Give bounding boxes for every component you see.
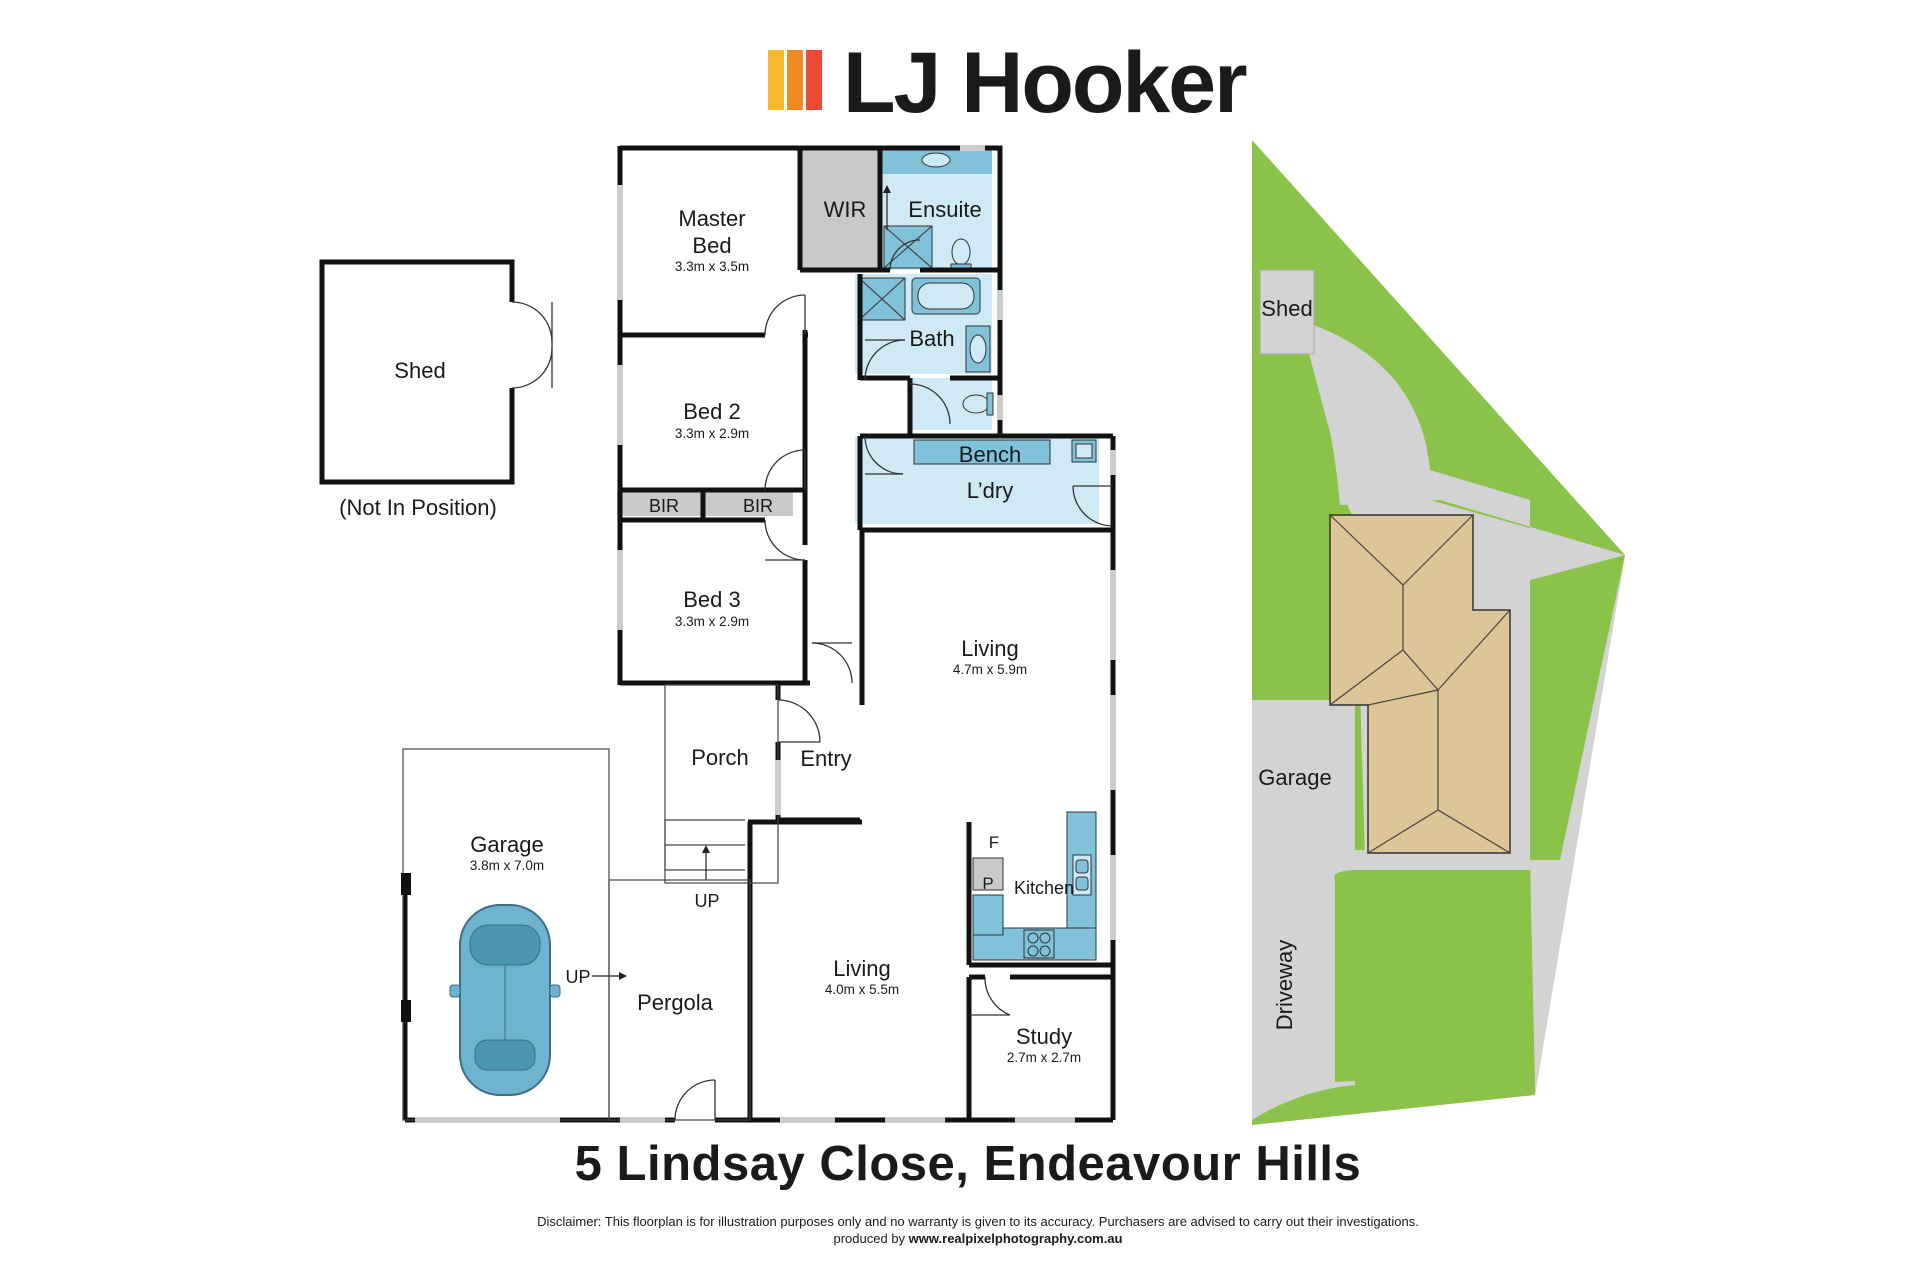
shed-label: Shed (394, 358, 445, 383)
master-bed-size: 3.3m x 3.5m (675, 259, 749, 274)
logo-stripe-yellow (768, 50, 784, 110)
credit-prefix: produced by (834, 1231, 909, 1246)
pantry-fill (972, 857, 1004, 891)
up-arrow-steps (702, 845, 710, 880)
ensuite-basin (921, 152, 951, 168)
site-garage-label: Garage (1258, 765, 1331, 790)
master-bed-label-2: Bed (692, 233, 731, 258)
up-label-steps: UP (694, 891, 719, 911)
pergola-label: Pergola (637, 990, 714, 1015)
porch-label: Porch (691, 745, 748, 770)
study-label: Study (1016, 1024, 1072, 1049)
shed-plan: Shed (Not In Position) (319, 259, 553, 520)
logo-stripe-orange (787, 50, 803, 110)
garage-door-post-1 (401, 873, 411, 895)
fridge-label: F (989, 833, 999, 852)
shed-note: (Not In Position) (339, 495, 497, 520)
living-upper-label: Living (961, 636, 1018, 661)
car-icon (449, 904, 561, 1096)
bed3-label: Bed 3 (683, 587, 741, 612)
bir-right-fill (705, 492, 793, 516)
disclaimer-text: Disclaimer: This floorplan is for illust… (537, 1214, 1419, 1229)
bed3-size: 3.3m x 2.9m (675, 614, 749, 629)
site-driveway-label: Driveway (1272, 940, 1297, 1030)
up-arrow-pergola (592, 972, 627, 980)
windows (415, 145, 1116, 1123)
bir-left-fill (617, 492, 703, 516)
credit-line: produced by www.realpixelphotography.com… (834, 1231, 1123, 1246)
ensuite-toilet (951, 238, 971, 266)
wir-fill (799, 148, 880, 270)
fixtures (592, 152, 1097, 980)
entry-label: Entry (800, 746, 851, 771)
laundry-label: L’dry (967, 478, 1013, 503)
pantry-label: P (982, 874, 993, 893)
bir-left-label: BIR (649, 496, 679, 516)
garage-size: 3.8m x 7.0m (470, 858, 544, 873)
wc-toilet (962, 394, 990, 414)
kitchen-label: Kitchen (1014, 878, 1074, 898)
bath-label: Bath (909, 326, 954, 351)
master-bed-label-1: Master (678, 206, 745, 231)
lj-hooker-logo: LJ Hooker (768, 35, 1249, 131)
living-lower-label: Living (833, 956, 890, 981)
kitchen-counter-left (972, 894, 1004, 936)
garage-label: Garage (470, 832, 543, 857)
bed2-label: Bed 2 (683, 399, 741, 424)
site-shed-label: Shed (1261, 296, 1312, 321)
site-shed (1259, 269, 1315, 355)
bench-fill (913, 439, 1051, 465)
bir-right-label: BIR (743, 496, 773, 516)
ensuite-label: Ensuite (908, 197, 981, 222)
doors (674, 239, 1114, 1121)
logo-stripe-red (806, 50, 822, 110)
up-label-pergola: UP (565, 967, 590, 987)
study-size: 2.7m x 2.7m (1007, 1050, 1081, 1065)
brand-name: LJ Hooker (843, 35, 1247, 131)
living-upper-size: 4.7m x 5.9m (953, 662, 1027, 677)
cooktop (1023, 929, 1055, 959)
credit-site: www.realpixelphotography.com.au (908, 1231, 1123, 1246)
up-arrow-wir (883, 185, 891, 230)
bed2-size: 3.3m x 2.9m (675, 426, 749, 441)
living-lower-size: 4.0m x 5.5m (825, 982, 899, 997)
entry-steps (664, 819, 745, 871)
bench-label: Bench (959, 442, 1021, 467)
garage-door-post-2 (401, 1000, 411, 1022)
site-plan: Shed Garage Driveway (1252, 140, 1625, 1125)
room-labels: Master Bed 3.3m x 3.5m WIR Ensuite Bath … (470, 197, 1081, 1065)
wir-label: WIR (824, 197, 867, 222)
property-address: 5 Lindsay Close, Endeavour Hills (575, 1137, 1362, 1191)
